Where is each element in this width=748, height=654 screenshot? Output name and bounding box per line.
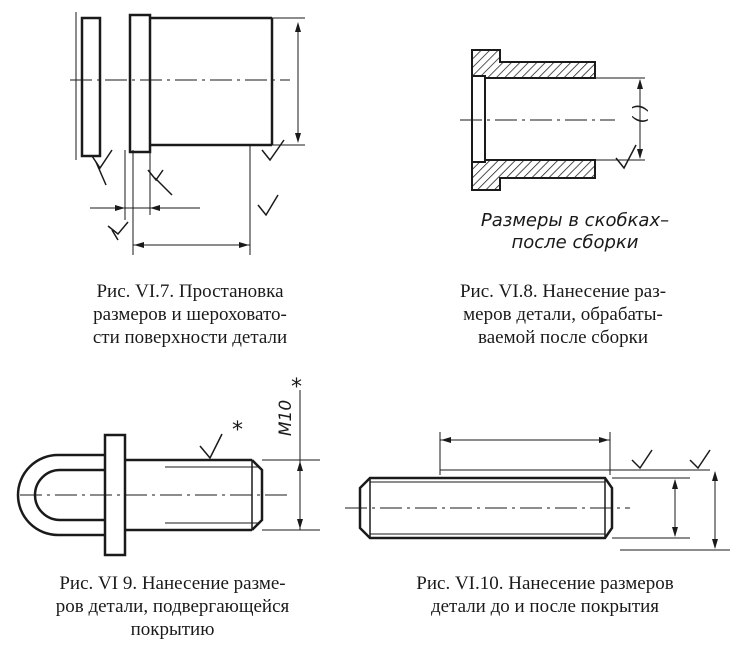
figure-vi10-drawing <box>330 420 740 560</box>
fig9-roughness-sign <box>199 433 223 460</box>
figure-vi7-drawing <box>0 0 330 265</box>
fig9-caption-line: Рис. VI 9. Нанесение разме- <box>59 573 286 594</box>
fig7-roughness-sign-4 <box>257 194 279 217</box>
fig9-thread-label: M10 <box>276 399 297 437</box>
fig7-roughness-sign-1 <box>91 149 113 186</box>
fig8-top-wall <box>471 49 596 79</box>
fig7-caption-line: Рис. VI.7. Простановка <box>96 281 284 302</box>
fig9-roughness-asterisk: * <box>232 418 243 443</box>
fig8-caption: Рис. VI.8. Нанесение раз- меров детали, … <box>408 280 718 349</box>
fig7-caption-line: размеров и шероховато- <box>93 304 287 325</box>
fig8-note: Размеры в скобках– после сборки <box>440 210 710 254</box>
fig9-thread-asterisk: * <box>291 375 302 400</box>
fig10-roughness-sign-1 <box>631 449 653 470</box>
fig8-caption-line: ваемой после сборки <box>478 327 648 348</box>
figure-vi8-drawing <box>440 40 700 200</box>
fig8-bracket-text: ( ) <box>629 103 651 124</box>
fig8-caption-line: Рис. VI.8. Нанесение раз- <box>459 281 667 302</box>
fig10-caption: Рис. VI.10. Нанесение размеров детали до… <box>355 572 735 618</box>
fig10-roughness-sign-2 <box>689 449 711 470</box>
fig8-roughness-sign <box>615 144 637 170</box>
fig9-caption-line: ров детали, подвергающейся <box>55 596 290 617</box>
fig7-flange <box>80 16 102 158</box>
fig9-caption-line: покрытию <box>130 619 215 640</box>
fig7-roughness-sign-3 <box>261 139 285 162</box>
fig7-body <box>128 13 152 154</box>
fig9-caption: Рис. VI 9. Нанесение разме- ров детали, … <box>15 572 330 641</box>
fig7-caption: Рис. VI.7. Простановка размеров и шерохо… <box>40 280 340 349</box>
fig8-bottom-wall <box>471 159 596 191</box>
fig7-roughness-sign-5 <box>107 221 129 241</box>
fig8-note-line: после сборки <box>511 232 639 253</box>
fig7-roughness-sign-2 <box>147 169 173 196</box>
fig10-caption-line: детали до и после покрытия <box>430 596 660 617</box>
fig9-loop-outer <box>16 453 105 537</box>
fig10-caption-line: Рис. VI.10. Нанесение размеров <box>416 573 674 594</box>
fig8-note-line: Размеры в скобках– <box>480 210 670 231</box>
figure-vi9-drawing <box>0 370 330 570</box>
fig7-caption-line: сти поверхности детали <box>92 327 288 348</box>
fig8-caption-line: меров детали, обрабаты- <box>463 304 663 325</box>
